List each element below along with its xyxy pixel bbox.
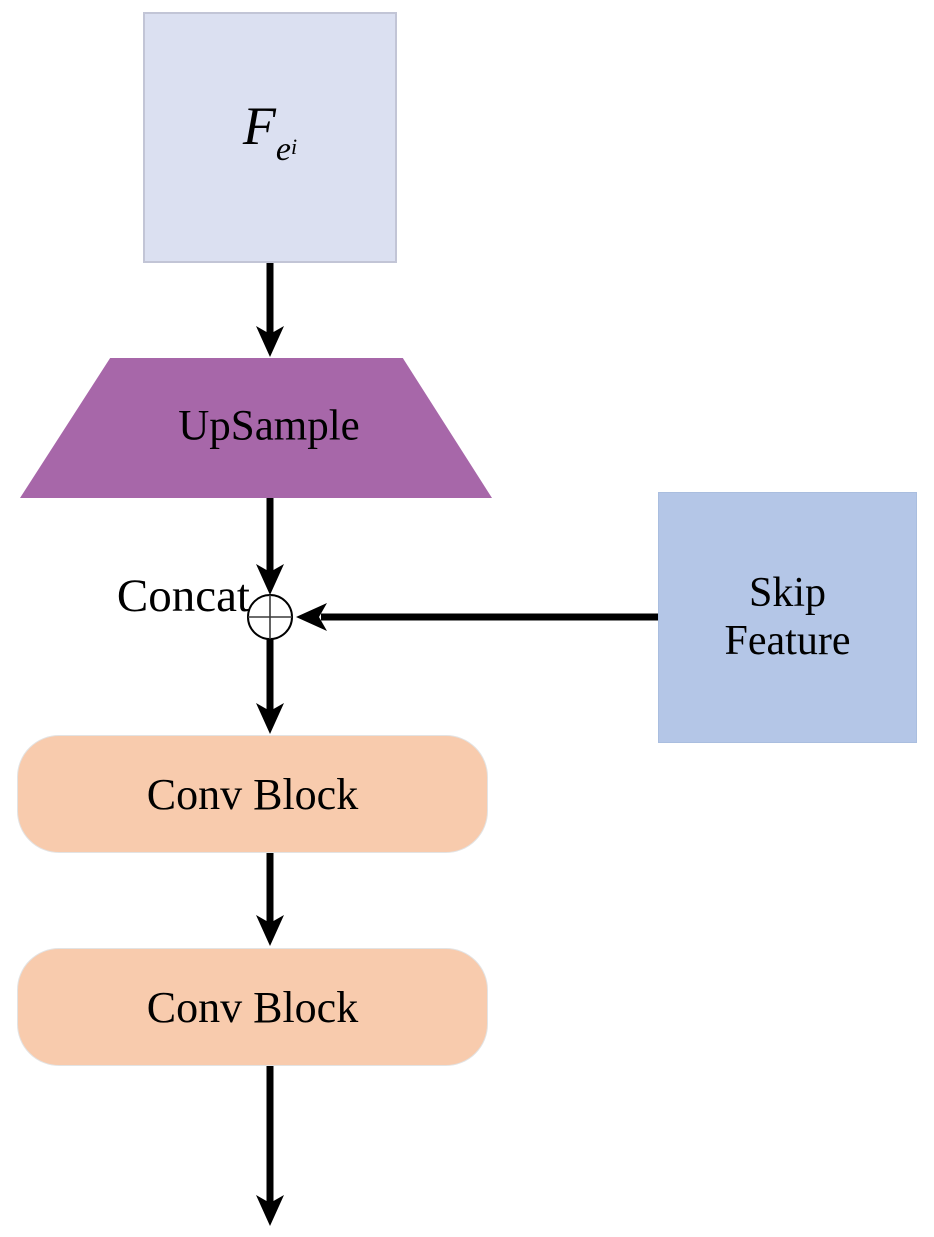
input-feature-label-subsub: i	[290, 133, 298, 159]
conv-block-1-label: Conv Block	[146, 769, 359, 819]
input-feature-label: Fei	[243, 99, 297, 177]
conv-block-2-label: Conv Block	[146, 982, 359, 1032]
node-upsample	[20, 358, 492, 498]
arrow-conv2-to-output	[256, 1066, 284, 1226]
input-feature-label-sub: e	[275, 130, 291, 168]
upsample-label: UpSample	[178, 402, 360, 450]
arrow-input-to-upsample	[256, 262, 284, 357]
skip-feature-label-line1: Skip	[748, 569, 827, 616]
input-feature-label-base: F	[242, 95, 276, 156]
node-input-feature: Fei	[143, 12, 397, 263]
arrow-conv1-to-conv2	[256, 853, 284, 946]
node-conv-block-1: Conv Block	[17, 735, 488, 853]
concat-label: Concat	[116, 569, 250, 622]
arrow-skip-to-concat	[296, 603, 658, 631]
node-conv-block-2: Conv Block	[17, 948, 488, 1066]
skip-feature-label-line2: Feature	[724, 617, 851, 664]
arrow-upsample-to-concat	[256, 498, 284, 595]
arrow-concat-to-conv1	[256, 639, 284, 734]
node-skip-feature: Skip Feature	[658, 492, 917, 743]
circled-plus-icon	[247, 594, 293, 640]
